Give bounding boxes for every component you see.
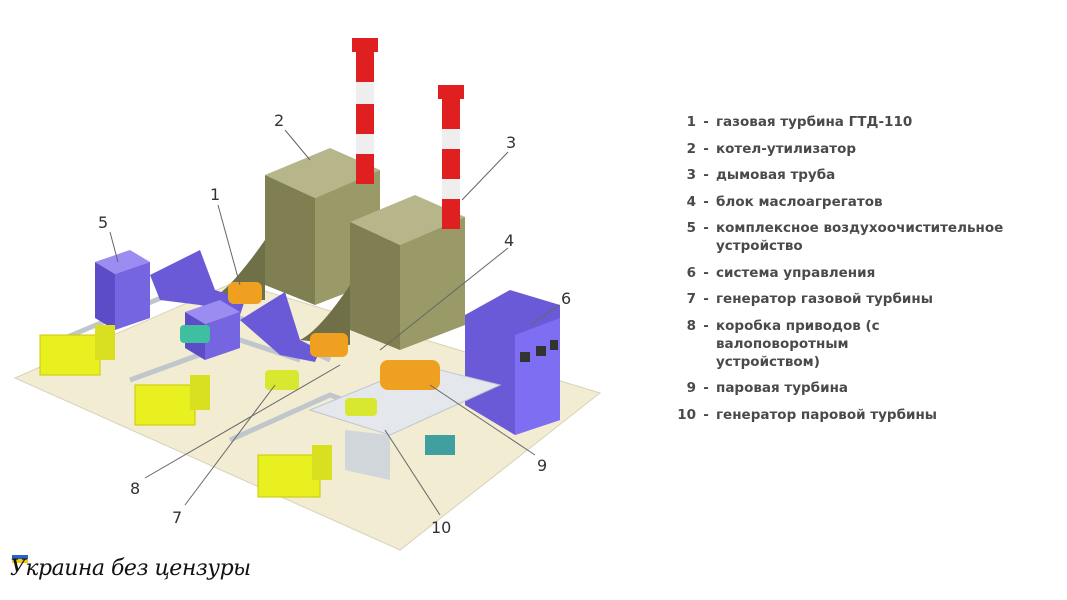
steam-turbine-hall: [308, 364, 502, 480]
steam-turbine: [380, 360, 440, 390]
leader-lines: [109, 129, 561, 516]
legend-separator: -: [703, 291, 709, 307]
callout-6: 6: [561, 289, 571, 308]
legend-number: 9: [686, 380, 696, 396]
steam-turbine-generator: [345, 398, 377, 416]
control-building: [465, 290, 560, 435]
legend-number: 1: [686, 114, 696, 130]
gas-turbine-generator-1: [180, 325, 210, 343]
watermark-logo: Украина без цензуры: [10, 556, 251, 581]
callout-1: 1: [210, 185, 220, 204]
legend-item-5: 5-комплексное воздухоочистительное устро…: [672, 219, 1052, 255]
legend-text: генератор паровой турбины: [716, 406, 937, 423]
legend-text: котел-утилизатор: [716, 140, 857, 157]
callout-4: 4: [504, 231, 514, 250]
chimney-stack-1: [352, 38, 378, 184]
legend-text: газовая турбина ГТД-110: [716, 114, 913, 130]
legend-item-8: 8-коробка приводов (с валоповоротным уст…: [672, 317, 1052, 371]
gas-turbine-2: [310, 333, 348, 357]
legend-item-2: 2-котел-утилизатор: [672, 140, 1052, 158]
legend-item-9: 9-паровая турбина: [672, 379, 1052, 397]
gas-turbine-generator-2: [265, 370, 299, 390]
legend-separator: -: [703, 380, 709, 396]
callout-9: 9: [537, 456, 547, 475]
legend-number: 7: [686, 291, 696, 307]
air-filter-unit-1: [95, 250, 245, 330]
chimney-stack-2: [438, 85, 464, 229]
legend-text: коробка приводов (с валоповоротным устро…: [716, 317, 880, 370]
legend-text: генератор газовой турбины: [716, 291, 933, 307]
transformer-2: [134, 375, 210, 426]
legend-separator: -: [703, 193, 709, 210]
callout-8: 8: [130, 479, 140, 498]
legend-item-6: 6-система управления: [672, 264, 1052, 282]
legend-separator: -: [703, 264, 709, 281]
legend-text: паровая турбина: [716, 380, 849, 396]
legend-separator: -: [703, 114, 709, 130]
legend-separator: -: [703, 220, 709, 236]
legend-number: 6: [686, 264, 696, 281]
transformer-1: [39, 325, 115, 376]
legend-text: дымовая труба: [716, 167, 836, 183]
ukraine-flag-icon: [12, 555, 28, 563]
legend-item-4: 4-блок маслоагрегатов: [672, 193, 1052, 211]
legend-item-10: 10-генератор паровой турбины: [672, 406, 1052, 424]
callout-2: 2: [274, 111, 284, 130]
callout-10: 10: [431, 518, 451, 537]
transformer-3: [257, 445, 332, 498]
legend-text: система управления: [716, 264, 876, 281]
legend-item-7: 7-генератор газовой турбины: [672, 290, 1052, 308]
legend-number: 3: [686, 167, 696, 183]
legend: 1-газовая турбина ГТД-110 2-котел-утилиз…: [672, 113, 1052, 432]
air-filter-unit-2: [185, 292, 320, 362]
legend-separator: -: [703, 317, 709, 334]
legend-item-1: 1-газовая турбина ГТД-110: [672, 113, 1052, 131]
callout-5: 5: [98, 213, 108, 232]
legend-text: блок маслоагрегатов: [716, 193, 883, 210]
legend-number: 8: [686, 317, 696, 334]
legend-separator: -: [703, 167, 709, 183]
legend-item-3: 3-дымовая труба: [672, 166, 1052, 184]
legend-text: комплексное воздухоочистительное устройс…: [716, 220, 1004, 254]
gas-turbine-1: [228, 282, 262, 304]
legend-number: 4: [686, 193, 696, 210]
legend-separator: -: [703, 406, 709, 423]
heat-recovery-boiler-2: [300, 195, 465, 350]
callout-7: 7: [172, 508, 182, 527]
legend-number: 2: [686, 140, 696, 157]
legend-number: 10: [677, 406, 696, 423]
legend-number: 5: [686, 220, 696, 236]
callout-3: 3: [506, 133, 516, 152]
legend-separator: -: [703, 140, 709, 157]
